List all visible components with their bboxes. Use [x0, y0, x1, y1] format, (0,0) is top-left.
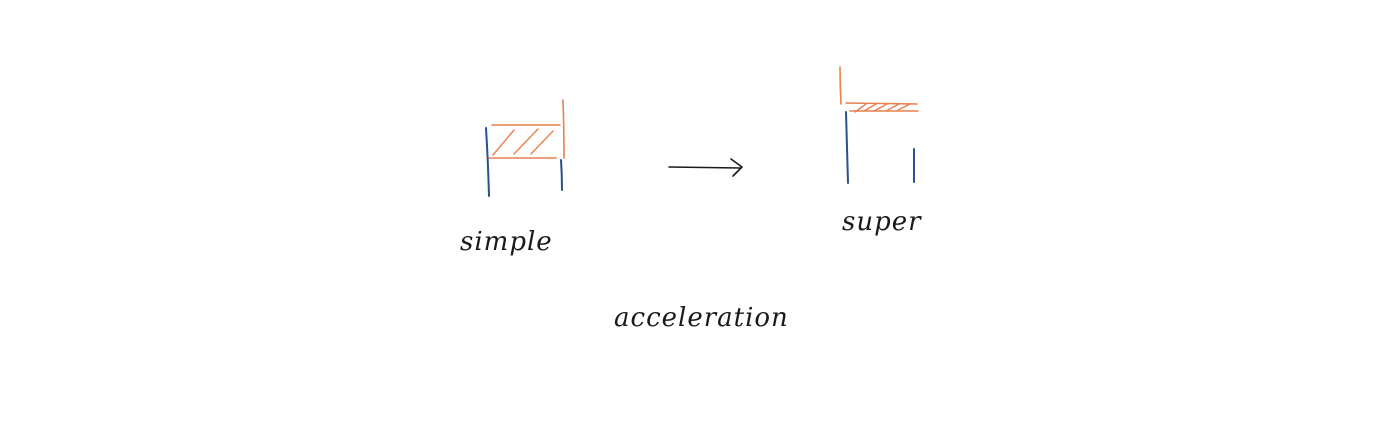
super-hatch-4 [885, 103, 900, 112]
arrow-shaft [668, 166, 742, 169]
super-hatch-2 [863, 103, 877, 112]
super-hatch-1 [854, 103, 867, 113]
simple-hatch-3 [530, 130, 554, 155]
arrow-head [730, 158, 743, 177]
super-hatch-5 [897, 103, 911, 111]
super-hatch-3 [873, 103, 888, 112]
simple-right-post [560, 159, 563, 191]
super-tall-side [839, 66, 842, 105]
acceleration-caption: acceleration [614, 303, 789, 333]
super-top-edge [845, 102, 918, 105]
simple-hatch-2 [513, 128, 539, 155]
super-label: super [842, 207, 922, 237]
simple-tall-side [562, 99, 565, 159]
simple-figure [485, 99, 565, 197]
super-figure [839, 66, 919, 184]
simple-hatch-1 [492, 129, 515, 156]
simple-left-post [485, 127, 490, 197]
super-left-post [845, 111, 849, 184]
simple-label: simple [460, 227, 553, 257]
transition-arrow [668, 158, 743, 177]
